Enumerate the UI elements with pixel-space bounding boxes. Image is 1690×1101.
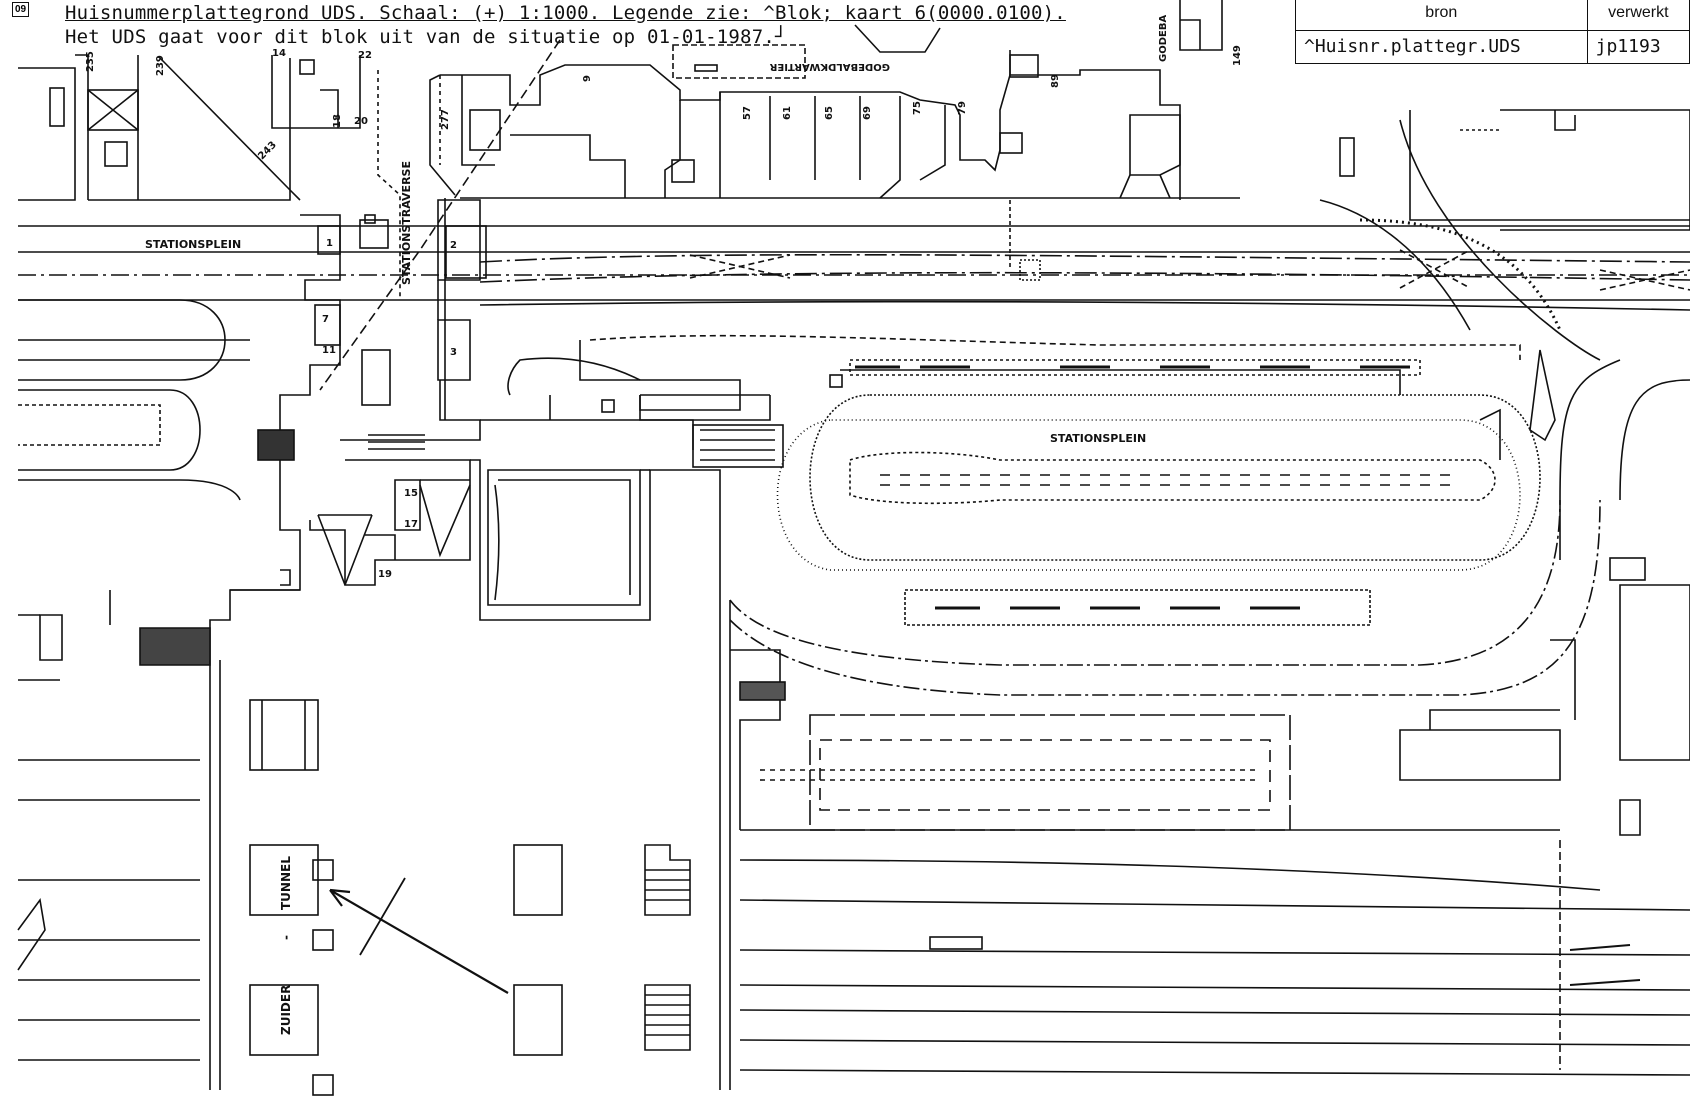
label-godebaldkwartier: GODEBALDKWARTIER [769, 61, 890, 72]
tunnel-arrow [329, 877, 509, 994]
house-number-277: 277 [440, 109, 451, 130]
map-subtitle-line: Het UDS gaat voor dit blok uit van de si… [65, 26, 787, 48]
house-number-7: 7 [322, 314, 329, 325]
station-building-block [18, 199, 784, 720]
house-number-18: 18 [332, 114, 343, 128]
railway-tracks-south [17, 759, 1690, 1076]
house-number-20: 20 [354, 116, 368, 127]
west-bus-loop [18, 299, 241, 501]
building-7 [314, 304, 341, 346]
house-number-14: 14 [272, 48, 286, 59]
house-number-239: 239 [155, 55, 166, 76]
zuider-tunnel [209, 600, 731, 1096]
house-number-11: 11 [322, 345, 336, 356]
building-outlines-north [429, 0, 1690, 420]
label-stationsplein-east: STATIONSPLEIN [1050, 432, 1146, 445]
label-stationsplein-west: STATIONSPLEIN [145, 238, 241, 251]
stationstraverse-path [319, 39, 561, 391]
house-number-9: 9 [582, 75, 593, 82]
house-number-1: 1 [326, 238, 333, 249]
platform-structures [730, 557, 1690, 831]
house-number-149: 149 [1232, 45, 1243, 66]
house-number-65: 65 [824, 106, 835, 120]
house-number-17: 17 [404, 519, 418, 530]
stationsplein-loop [507, 334, 1601, 696]
house-number-75: 75 [912, 101, 923, 115]
house-number-3: 3 [450, 347, 457, 358]
godebaldkwartier-area [672, 24, 941, 79]
label-zuider: ZUIDER [279, 985, 293, 1035]
house-numbers: 1 2 3 7 11 15 17 19 9 14 18 20 22 57 61 … [85, 45, 1243, 580]
processed-value: jp1193 [1586, 29, 1690, 64]
label-tunnel-dash: - [279, 935, 293, 940]
source-value: ^Huisnr.plattegr.UDS [1295, 29, 1588, 64]
house-number-61: 61 [782, 106, 793, 120]
house-number-2: 2 [450, 240, 457, 251]
house-number-57: 57 [742, 106, 753, 120]
source-table: bron verwerkt ^Huisnr.plattegr.UDS jp119… [1295, 0, 1690, 64]
house-number-19: 19 [378, 569, 392, 580]
house-number-243: 243 [256, 140, 279, 163]
building-1 [317, 225, 341, 255]
label-godebald-edge: GODEBA [1158, 15, 1169, 62]
street-labels: STATIONSPLEIN STATIONSPLEIN STATIONSTRAV… [145, 15, 1169, 1035]
misc-east-features [1009, 129, 1641, 986]
building-outlines-northwest [18, 54, 361, 201]
house-number-89: 89 [1050, 74, 1061, 88]
map-title-line: Huisnummerplattegrond UDS. Schaal: (+) 1… [65, 2, 1066, 24]
house-number-69: 69 [862, 106, 873, 120]
house-number-22: 22 [358, 50, 372, 61]
house-number-15: 15 [404, 488, 418, 499]
processed-col-header: verwerkt [1586, 0, 1690, 31]
label-tunnel: TUNNEL [279, 856, 293, 910]
label-stationstraverse: STATIONSTRAVERSE [400, 161, 413, 285]
road-and-rail-lines [18, 110, 1690, 560]
source-col-header: bron [1295, 0, 1588, 31]
building-2 [445, 225, 487, 279]
sheet-number-badge: 09 [12, 2, 30, 17]
house-number-79: 79 [957, 101, 968, 115]
house-number-235: 235 [85, 51, 96, 72]
